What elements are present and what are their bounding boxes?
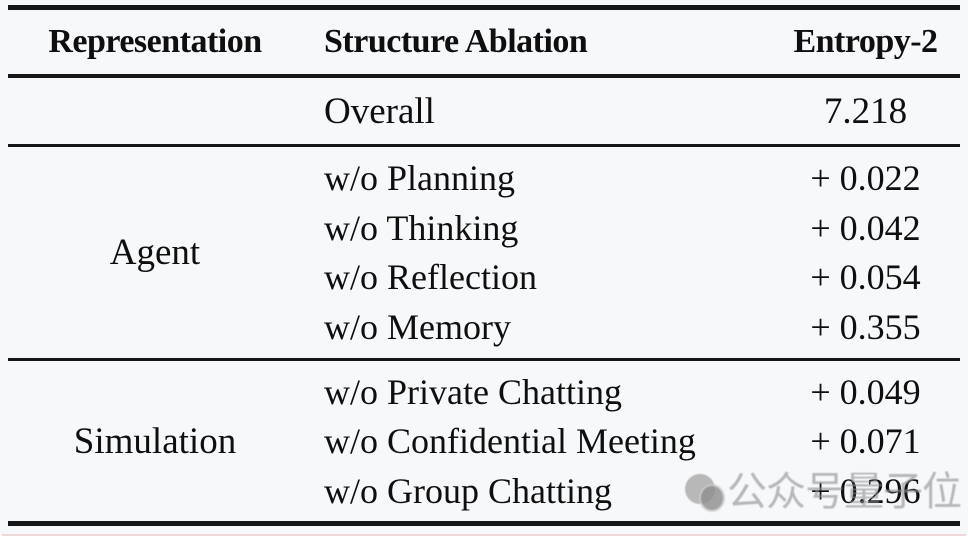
ablation-cell: w/o Thinking (324, 207, 519, 248)
value-cell: + 0.049 (810, 371, 921, 412)
value-cell: + 0.355 (810, 307, 921, 348)
overall-ablation-cell: Overall (324, 90, 435, 132)
ablation-cell: w/o Memory (324, 307, 511, 348)
top-rule (8, 5, 960, 10)
group-label-simulation: Simulation (73, 420, 237, 462)
ablation-cell: w/o Private Chatting (324, 371, 622, 412)
table-row: w/o Reflection + 0.054 (310, 256, 968, 298)
header-structure-ablation: Structure Ablation (324, 23, 588, 60)
table-row: w/o Planning + 0.022 (310, 157, 968, 199)
ablation-cell: w/o Confidential Meeting (324, 421, 696, 461)
table-row: w/o Confidential Meeting + 0.071 (310, 420, 968, 462)
table-header-row: Representation Structure Ablation Entrop… (0, 10, 968, 74)
header-representation: Representation (48, 23, 262, 60)
value-cell: + 0.042 (810, 207, 921, 248)
overall-value-cell: 7.218 (823, 90, 908, 132)
group-label-agent: Agent (109, 232, 201, 273)
bottom-edge-artifact (2, 534, 966, 536)
overall-row: Overall 7.218 (0, 78, 968, 144)
midrule-1 (8, 144, 960, 147)
value-cell: + 0.296 (810, 470, 921, 511)
ablation-cell: w/o Planning (324, 157, 516, 198)
header-rule (8, 74, 960, 78)
table-row: w/o Thinking + 0.042 (310, 207, 968, 249)
ablation-cell: w/o Reflection (324, 257, 537, 298)
value-cell: + 0.071 (810, 421, 921, 461)
simulation-group: Simulation w/o Private Chatting + 0.049 … (0, 361, 968, 521)
bottom-margin (0, 526, 968, 534)
agent-group: Agent w/o Planning + 0.022 w/o Thinking … (0, 147, 968, 358)
bottom-rule (8, 521, 960, 526)
value-cell: + 0.022 (810, 157, 921, 198)
table-row: w/o Group Chatting + 0.296 (310, 470, 968, 512)
value-cell: + 0.054 (810, 257, 921, 298)
ablation-cell: w/o Group Chatting (324, 470, 612, 511)
table-row: w/o Memory + 0.355 (310, 306, 968, 348)
midrule-2 (8, 358, 960, 361)
simulation-group-rows: w/o Private Chatting + 0.049 w/o Confide… (310, 361, 968, 521)
agent-group-rows: w/o Planning + 0.022 w/o Thinking + 0.04… (310, 147, 968, 358)
header-entropy-2: Entropy-2 (793, 23, 938, 60)
table-row: w/o Private Chatting + 0.049 (310, 371, 968, 413)
